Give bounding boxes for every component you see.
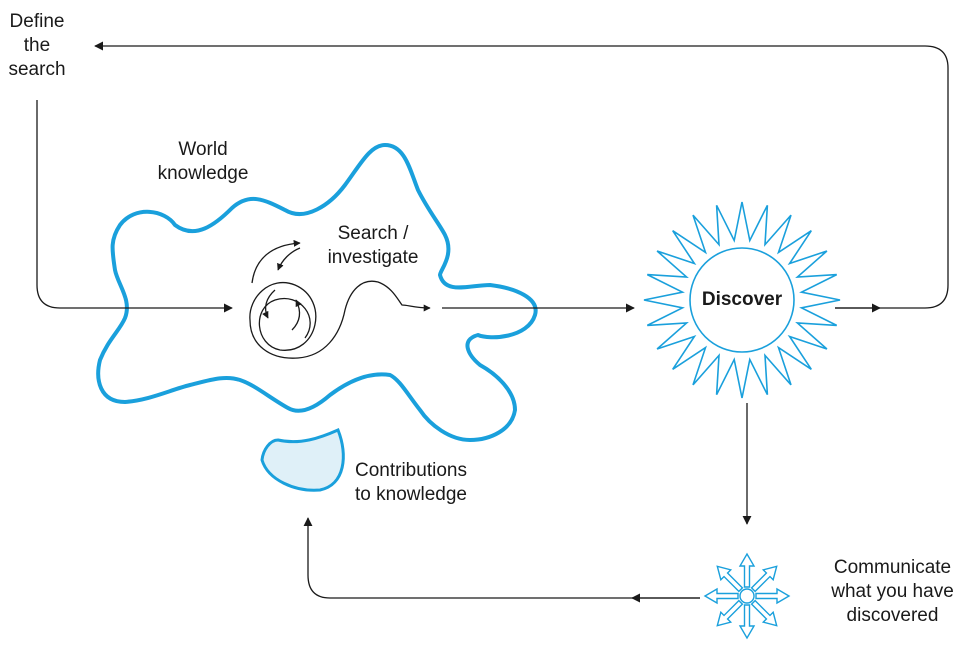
burst-arrow-5 [703, 587, 739, 605]
spiral-arrow-4 [291, 299, 302, 331]
burst-arrow-8 [750, 565, 778, 593]
burst-arrow-1 [755, 587, 791, 605]
communicate-label: Communicate what you have discovered [831, 557, 954, 626]
search-spiral [249, 280, 431, 359]
spiral-arrow-3 [262, 289, 276, 319]
world-knowledge-label: World knowledge [157, 139, 249, 184]
define-to-search-arrow [36, 100, 233, 313]
communicate-burst-icon [703, 552, 791, 640]
contributions-label: Contributions to knowledge [355, 460, 467, 505]
spiral-arrow-2 [277, 247, 301, 271]
search-investigate-label: Search / investigate [327, 223, 419, 268]
communicate-to-contributions-arrow [303, 517, 700, 599]
world-knowledge-blob [96, 143, 538, 442]
define-search-label: Define the search [8, 11, 66, 80]
discover-circle [689, 247, 795, 353]
burst-arrow-7 [738, 552, 756, 588]
discover-label: Discover [701, 289, 783, 310]
spiral-arrow-1 [251, 239, 301, 284]
burst-arrow-4 [716, 599, 744, 627]
contributions-region [260, 427, 345, 492]
discover-sun [643, 201, 841, 399]
burst-arrow-6 [716, 565, 744, 593]
burst-arrow-3 [738, 604, 756, 640]
burst-center [739, 588, 755, 604]
burst-arrow-2 [750, 599, 778, 627]
